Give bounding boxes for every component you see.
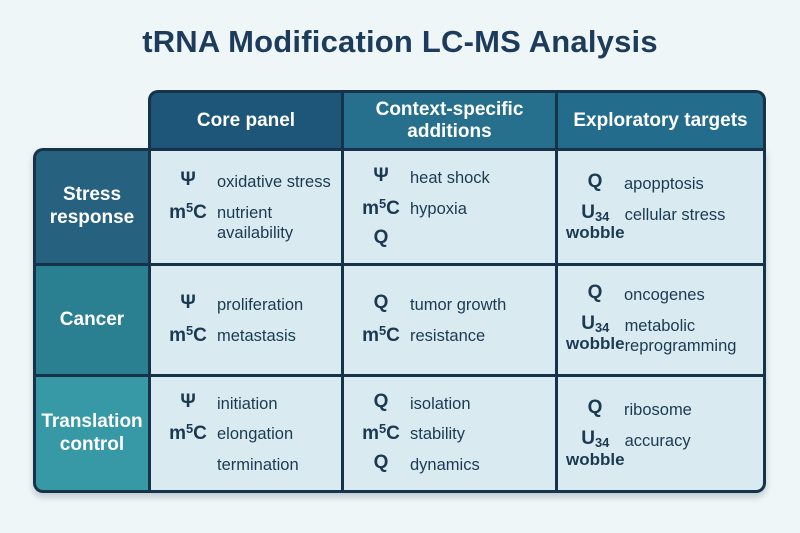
- entry-label: accuracy: [624, 432, 691, 450]
- column-header-context-specific: Context-specific additions: [344, 93, 555, 148]
- entry-label: ribosome: [624, 401, 692, 420]
- entry-label: proliferation: [217, 296, 304, 315]
- column-header-core-panel: Core panel: [151, 93, 341, 148]
- row-header-stress-response: Stress response: [36, 151, 148, 263]
- modification-symbol: m5C: [362, 421, 400, 444]
- entry-label: oxidative stress: [217, 173, 331, 192]
- entry-label: tumor growth: [410, 296, 507, 315]
- entry-label: oncogenes: [624, 286, 705, 305]
- modification-symbol: Q: [587, 282, 603, 304]
- modification-symbol: Q: [587, 397, 603, 419]
- row-header-cancer: Cancer: [36, 266, 148, 374]
- entry-label: elongation: [217, 425, 294, 444]
- entry-label: heat shock: [410, 169, 490, 188]
- entry-label: initiation: [217, 394, 278, 413]
- entry-label: metastasis: [217, 327, 296, 345]
- modification-entry: termination: [159, 453, 337, 476]
- entry-label: metabolic reprogramming: [624, 316, 737, 356]
- modification-symbol: Q: [373, 390, 389, 412]
- modification-entry: m5C elongation: [159, 422, 337, 445]
- column-header-exploratory: Exploratory targets: [558, 93, 763, 148]
- entry-label: termination: [217, 455, 299, 474]
- modification-symbol: m5C: [169, 421, 207, 444]
- modification-entry: Q: [352, 226, 551, 248]
- modification-entry: m5C resistance: [352, 324, 551, 347]
- modification-entry: m5C nutrient availability: [159, 199, 337, 244]
- entry-label: dynamics: [410, 455, 480, 474]
- entry-label: cellular stress: [624, 205, 726, 224]
- modification-symbol: Q: [587, 170, 603, 192]
- modification-symbol: Ψ: [180, 390, 196, 412]
- entry-label: isolation: [410, 394, 471, 413]
- column-header-row: Core panel Context-specific additions Ex…: [148, 90, 766, 148]
- modification-symbol: Ψ: [180, 292, 196, 314]
- modification-entry: m5C hypoxia: [352, 197, 551, 220]
- modification-symbol: Q: [373, 451, 389, 473]
- modification-symbol: m5C: [362, 323, 400, 346]
- modification-symbol: Q: [373, 292, 389, 314]
- entry-label: hypoxia: [410, 200, 467, 219]
- row-header-translation-control: Translation control: [36, 377, 148, 490]
- entry-label: stability: [410, 425, 466, 444]
- modification-entry: m5C stability: [352, 422, 551, 445]
- entry-label: resistance: [410, 327, 486, 345]
- modification-symbol: m5C: [169, 199, 207, 223]
- modification-symbol: m5C: [169, 323, 207, 346]
- modification-symbol: Q: [373, 226, 389, 248]
- modification-symbol: Ψ: [373, 165, 389, 187]
- entry-label: nutrient availability: [217, 203, 294, 243]
- modification-symbol: Ψ: [180, 169, 196, 191]
- page-title: tRNA Modification LC-MS Analysis: [142, 24, 658, 59]
- modification-symbol: m5C: [362, 196, 400, 219]
- modification-entry: m5C metastasis: [159, 324, 337, 347]
- entry-label: apopptosis: [624, 174, 704, 193]
